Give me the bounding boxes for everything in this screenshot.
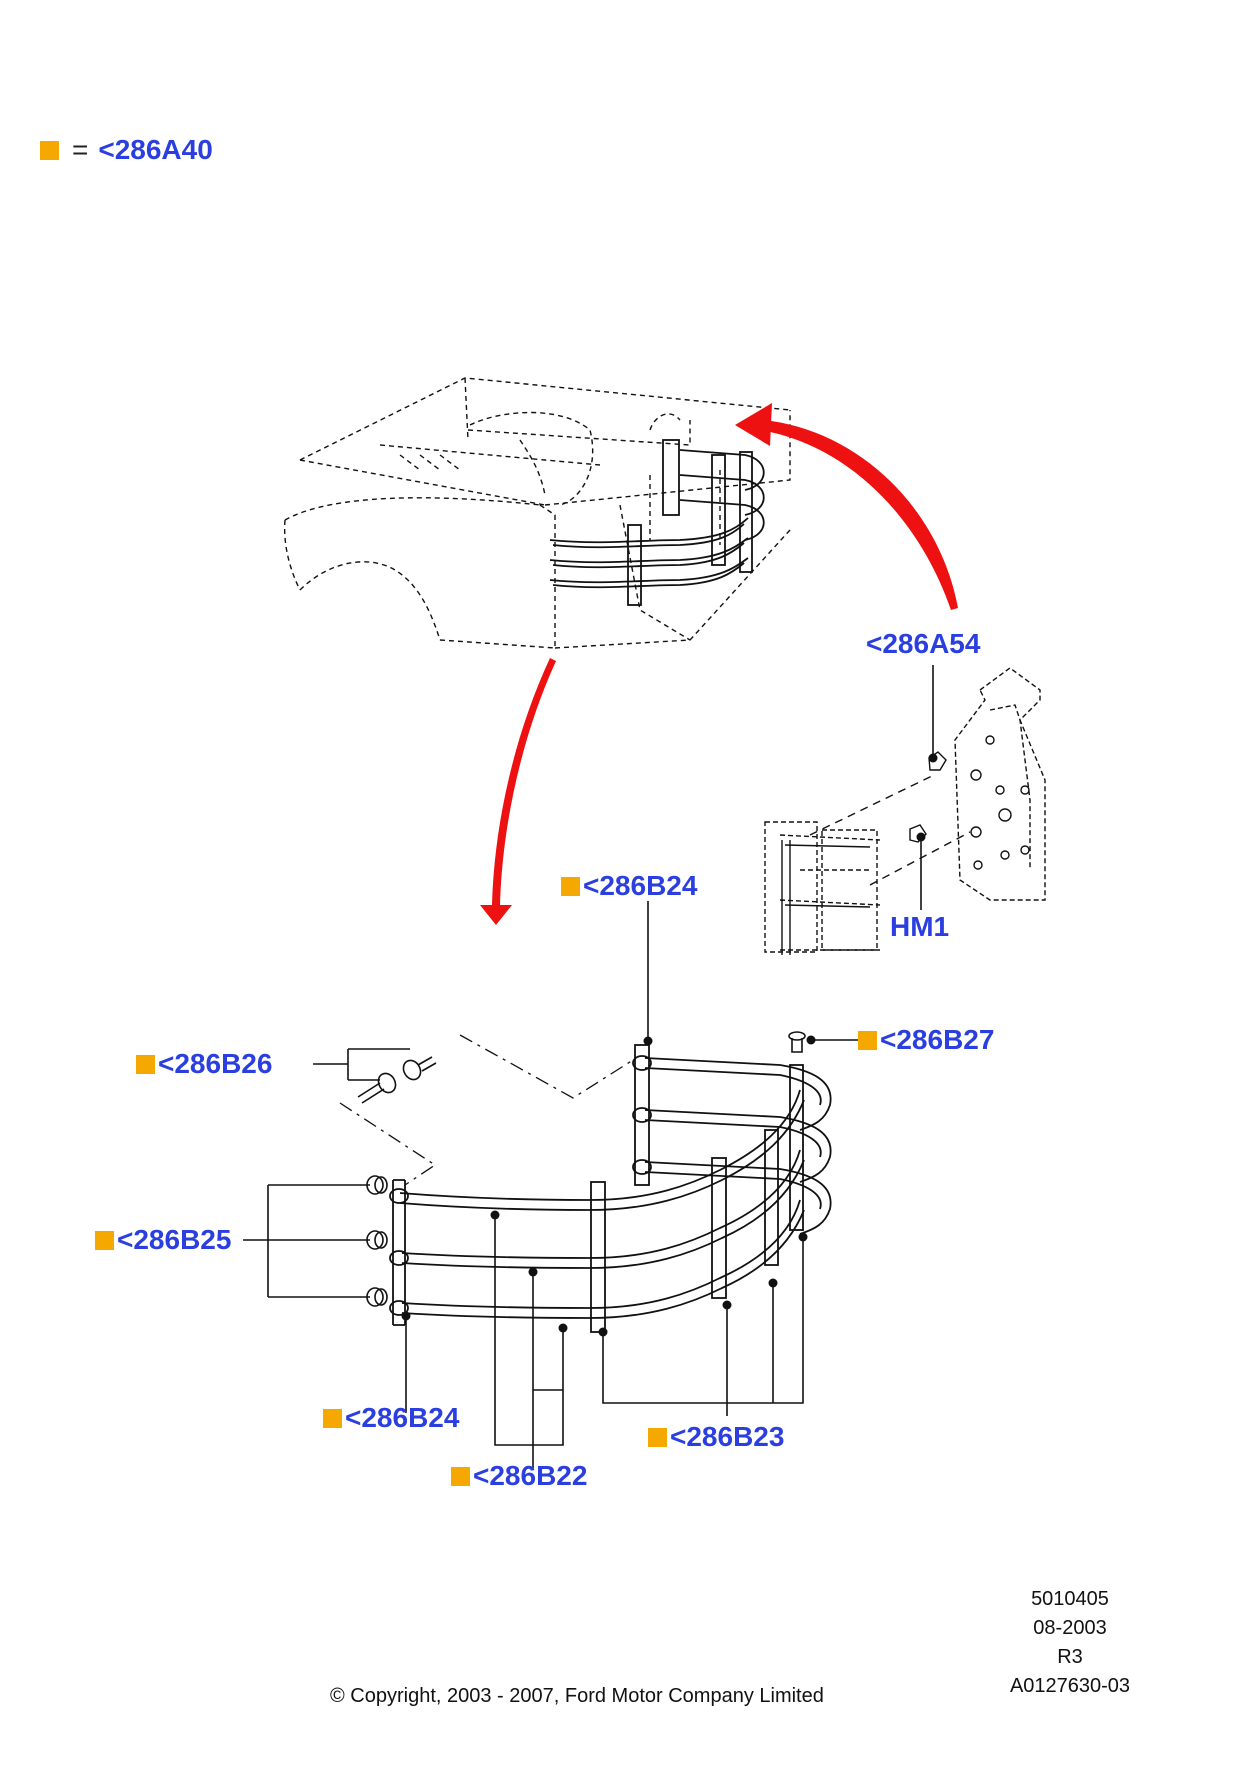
knobs-286b25 [366, 1175, 388, 1307]
callout-286b22-label: <286B22 [473, 1460, 588, 1491]
legend-equals: = [72, 134, 89, 165]
exploded-bed-extender [389, 1044, 832, 1333]
callout-286b25-label: <286B25 [117, 1224, 232, 1255]
callout-286b23[interactable]: <286B23 [648, 1423, 784, 1451]
screw-286b27 [788, 1031, 806, 1053]
leader-dots [401, 753, 938, 1337]
upper-arrow-icon [760, 420, 958, 610]
callout-286b22[interactable]: <286B22 [451, 1462, 587, 1490]
installation-arrows [480, 403, 958, 925]
callout-286b27-label: <286B27 [880, 1024, 995, 1055]
callout-286b23-label: <286B23 [670, 1421, 785, 1452]
marker-square-icon [858, 1030, 877, 1050]
callout-286b26[interactable]: <286B26 [136, 1050, 272, 1078]
callout-286b25[interactable]: <286B25 [95, 1226, 231, 1254]
legend: = <286A40 [40, 136, 213, 164]
diagram-date: 08-2003 [1033, 1617, 1107, 1639]
copyright-notice: © Copyright, 2003 - 2007, Ford Motor Com… [330, 1685, 824, 1707]
callout-286a54[interactable]: <286A54 [866, 630, 980, 658]
diagram-number: 5010405 [1031, 1588, 1109, 1610]
callout-286b24-top-label: <286B24 [583, 870, 698, 901]
mounting-bracket-detail [764, 667, 1046, 955]
callout-286b24-bottom[interactable]: <286B24 [323, 1404, 459, 1432]
diagram-revision: R3 [1057, 1646, 1083, 1668]
marker-square-icon [136, 1054, 155, 1074]
callout-286b26-label: <286B26 [158, 1048, 273, 1079]
diagram-reference: A0127630-03 [1009, 1675, 1131, 1697]
installed-bed-extender [549, 439, 765, 606]
marker-square-icon [323, 1408, 342, 1428]
marker-square-icon [451, 1466, 470, 1486]
marker-square-icon [95, 1230, 114, 1250]
callout-286b24-bottom-label: <286B24 [345, 1402, 460, 1433]
marker-square-icon [561, 876, 580, 896]
lower-arrow-icon [492, 658, 556, 905]
callout-286b27[interactable]: <286B27 [858, 1026, 994, 1054]
bolts-286b26 [357, 1056, 437, 1104]
legend-marker-icon [40, 140, 59, 160]
marker-square-icon [648, 1427, 667, 1447]
truck-bed-illustration [283, 377, 791, 649]
callout-hm1-label: HM1 [890, 911, 950, 942]
legend-link[interactable]: <286A40 [98, 134, 213, 165]
diagram-metadata: 5010405 08-2003 R3 A0127630-03 [1000, 1585, 1140, 1701]
callout-286a54-label: <286A54 [866, 628, 981, 659]
callout-286b24-top[interactable]: <286B24 [561, 872, 697, 900]
callout-hm1[interactable]: HM1 [890, 913, 949, 941]
leader-lines [243, 665, 934, 1470]
